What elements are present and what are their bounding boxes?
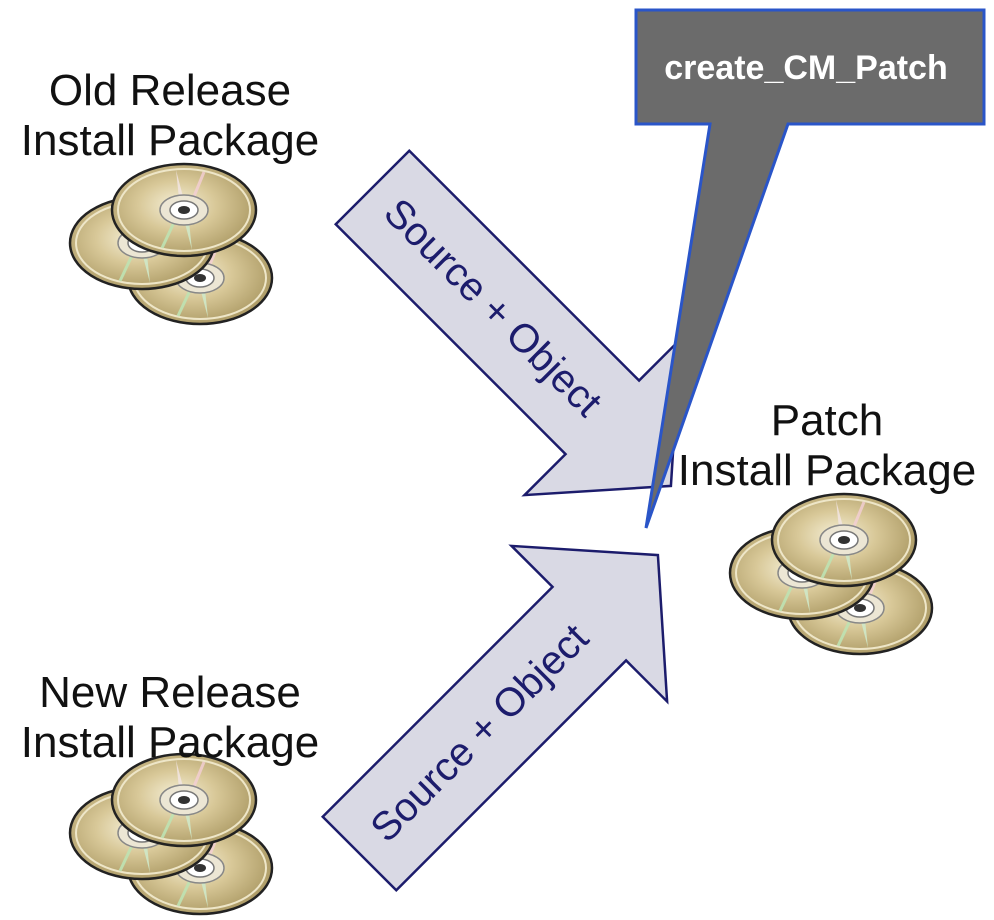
callout-label: create_CM_Patch	[664, 49, 947, 87]
create-cm-patch-callout: create_CM_Patch	[634, 8, 986, 529]
bottom-arrow-label: Source + Object	[362, 616, 597, 851]
old-release-line1: Old Release	[48, 66, 292, 115]
top-arrow-label: Source + Object	[375, 190, 610, 425]
new-package-cd-stack-icon	[70, 754, 272, 914]
old-release-label: Old Release Install Package	[0, 66, 340, 166]
old-release-line2: Install Package	[20, 116, 320, 165]
patch-package-cd-stack-icon	[730, 494, 932, 654]
new-release-label: New Release Install Package	[0, 668, 340, 768]
old-package-cd-stack-icon	[70, 164, 272, 324]
bottom-source-object-arrow: Source + Object	[320, 544, 669, 893]
new-release-line1: New Release	[39, 668, 301, 717]
new-release-line2: Install Package	[20, 718, 320, 767]
patch-line1: Patch	[770, 396, 884, 445]
patch-label: Patch Install Package	[660, 396, 994, 496]
patch-line2: Install Package	[677, 446, 977, 495]
